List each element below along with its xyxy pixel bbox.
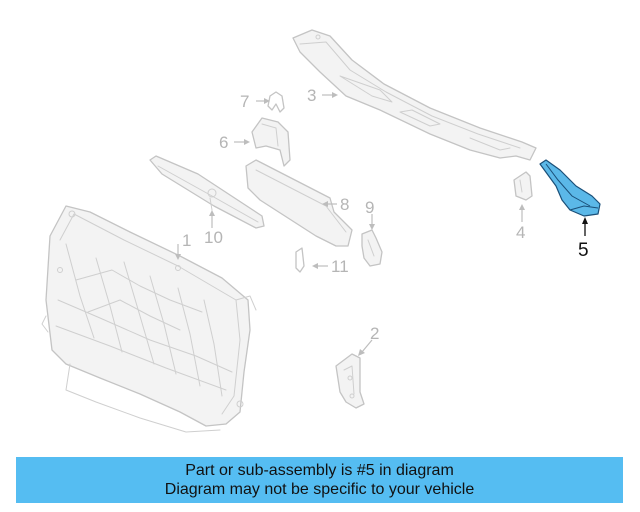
info-banner: Part or sub-assembly is #5 in diagram Di… <box>16 457 623 503</box>
part-6-bracket <box>251 117 291 167</box>
callout-7: 7 <box>240 92 249 111</box>
callout-6: 6 <box>219 133 228 152</box>
part-7-clip <box>267 91 285 113</box>
callout-8: 8 <box>340 195 349 214</box>
part-4-bracket <box>513 171 533 201</box>
part-2-bracket <box>335 353 365 409</box>
callout-9: 9 <box>365 198 374 217</box>
callout-10: 10 <box>204 228 223 247</box>
leader-lines <box>175 92 588 356</box>
callout-5: 5 <box>578 240 589 261</box>
banner-line-2: Diagram may not be specific to your vehi… <box>164 481 475 498</box>
banner-line-1: Part or sub-assembly is #5 in diagram <box>185 462 454 479</box>
part-1-front-carrier <box>41 205 257 433</box>
callout-4: 4 <box>516 223 525 242</box>
part-3-upper-support <box>292 29 537 161</box>
callout-11: 11 <box>331 257 349 276</box>
part-10-bar <box>149 155 265 229</box>
callout-3: 3 <box>307 86 316 105</box>
callout-1: 1 <box>182 231 191 250</box>
part-9-bracket <box>361 229 383 267</box>
callout-2: 2 <box>370 324 379 343</box>
part-8-plate <box>245 159 353 247</box>
part-5-highlighted-bracket <box>539 159 601 217</box>
part-11-clip <box>295 247 305 273</box>
